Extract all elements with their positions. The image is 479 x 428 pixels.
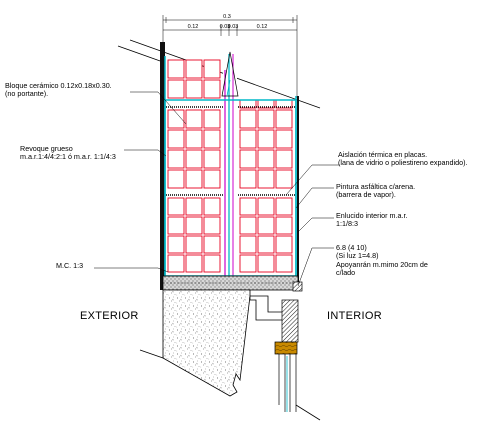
brick-cell — [185, 149, 203, 169]
brick-cell — [203, 169, 221, 189]
insulation-tip — [221, 51, 239, 97]
brick-cell — [239, 169, 257, 189]
brick-cell — [257, 235, 275, 254]
brick-cell — [257, 216, 275, 235]
brick-cell — [203, 235, 221, 254]
brick-cell — [203, 109, 221, 129]
brick-cell — [185, 197, 203, 216]
brick-cell — [203, 129, 221, 149]
dim-gap-a: 0.03 — [220, 24, 231, 30]
dim-left: 0.12 — [188, 24, 199, 30]
brick-cell — [239, 109, 257, 129]
label-inner-plaster: Enlucido interior m.a.r. 1:1/8:3 — [336, 211, 408, 229]
frame-hatch — [281, 299, 299, 343]
brick-cell — [239, 235, 257, 254]
brick-cell — [257, 197, 275, 216]
brick-cell — [275, 235, 293, 254]
brick-cell — [185, 254, 203, 273]
brick-cell — [275, 109, 293, 129]
brick-cell — [275, 169, 293, 189]
label-plaster: Revoque grueso m.a.r.1:4/4:2:1 ó m.a.r. … — [20, 144, 116, 162]
brick-cell — [203, 59, 221, 79]
dim-right: 0.12 — [257, 24, 268, 30]
door-jamb — [274, 341, 298, 355]
zone-exterior: EXTERIOR — [80, 310, 139, 322]
brick-cell — [167, 197, 185, 216]
brick-cell — [185, 235, 203, 254]
leader-lines — [94, 91, 340, 287]
floor-line — [295, 404, 321, 421]
rebar-block — [292, 281, 303, 292]
brick-cell — [257, 149, 275, 169]
outer-plaster — [160, 42, 165, 290]
label-rebar: 6.8 (4 10) (Si luz 1=4.8) Apoyanrán m.mi… — [336, 243, 428, 278]
brick-cell — [257, 109, 275, 129]
brick-cell — [203, 79, 221, 99]
brick-cell — [167, 235, 185, 254]
brick-cell — [167, 169, 185, 189]
brick-cell — [275, 149, 293, 169]
brick-cell — [185, 59, 203, 79]
brick-cell — [185, 109, 203, 129]
label-mc: M.C. 1:3 — [56, 261, 84, 270]
concrete-slab — [162, 289, 251, 397]
brick-cell — [257, 169, 275, 189]
label-insulation: Aislación térmica en placas. (lana de vi… — [338, 150, 468, 168]
brick-cell — [275, 254, 293, 273]
brick-cell — [167, 254, 185, 273]
brick-cell — [203, 197, 221, 216]
zone-interior: INTERIOR — [327, 310, 382, 322]
brick-cell — [257, 254, 275, 273]
brick-cell — [167, 109, 185, 129]
brick-cell — [167, 79, 185, 99]
brick-cell — [203, 149, 221, 169]
dim-gap-b: 0.03 — [228, 24, 239, 30]
brick-cell — [185, 79, 203, 99]
label-brick: Bloque cerámico 0.12x0.18x0.30. (no port… — [5, 81, 112, 99]
brick-cell — [275, 129, 293, 149]
brick-cell — [239, 149, 257, 169]
brick-cell — [167, 129, 185, 149]
label-paint: Pintura asfáltica c/arena. (barrera de v… — [336, 182, 416, 200]
brick-cell — [239, 129, 257, 149]
roof-line-lower — [117, 45, 164, 63]
dim-total: 0.3 — [223, 14, 231, 20]
brick-cell — [203, 216, 221, 235]
brick-blocks — [166, 59, 296, 273]
brick-cell — [275, 197, 293, 216]
brick-cell — [239, 197, 257, 216]
brick-cell — [275, 216, 293, 235]
brick-cell — [203, 254, 221, 273]
brick-cell — [185, 129, 203, 149]
brick-cell — [167, 149, 185, 169]
brick-cell — [239, 254, 257, 273]
brick-cell — [185, 216, 203, 235]
brick-cell — [167, 216, 185, 235]
brick-cell — [167, 59, 185, 79]
brick-cell — [239, 216, 257, 235]
brick-cell — [257, 129, 275, 149]
brick-cell — [185, 169, 203, 189]
door-frame-lines — [278, 354, 297, 412]
